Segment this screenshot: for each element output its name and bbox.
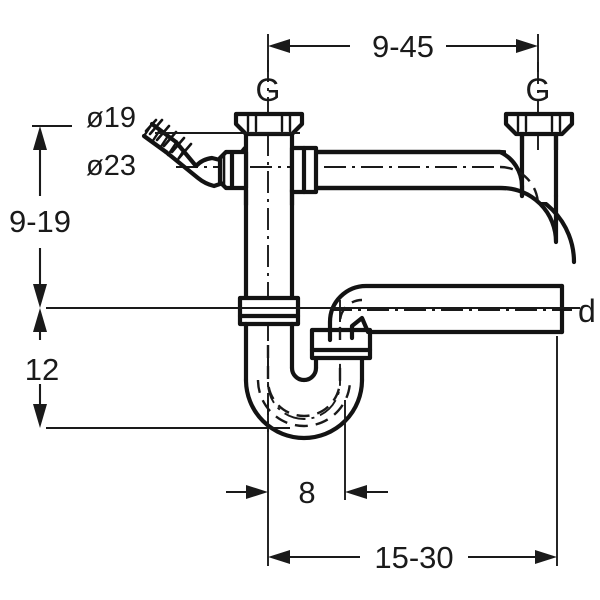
barb-rib-inner-2 — [158, 134, 170, 150]
diameter-inner-label: ø19 — [86, 102, 136, 134]
trap-inner-bend — [289, 365, 319, 383]
barb-rib-1 — [170, 136, 186, 154]
upper-pipe-top-wall-2 — [313, 149, 525, 199]
barb-end-cap — [142, 122, 154, 138]
dim-15-30-arrow-right — [535, 550, 557, 564]
trap-outer-bend — [243, 377, 365, 441]
right-thread-flange — [503, 111, 575, 137]
upper-coupling-nut — [289, 145, 319, 195]
barb-neck-lower — [163, 149, 223, 189]
dim-15-30-arrow-left — [268, 550, 290, 564]
dim-9-19-arrow-bottom — [33, 284, 47, 308]
barb-rib-inner-3 — [166, 141, 178, 157]
dim-8-arrow-left — [246, 485, 268, 499]
left-thread-flange — [233, 111, 305, 137]
trap-hidden-outer-arc — [256, 379, 352, 428]
dim-12-arrow-bottom — [33, 404, 47, 428]
dimension-9-45: 9-45 — [268, 29, 538, 64]
trap-hidden-inner-arc — [266, 345, 342, 418]
barb-rib-inner-4 — [175, 148, 186, 163]
dim-9-45-arrow-right — [516, 39, 538, 53]
riser-coupling-nut — [237, 295, 301, 327]
dim-9-19-arrow-top — [33, 126, 47, 150]
left-flange-body — [233, 111, 305, 137]
dim-9-19-label: 9-19 — [9, 204, 71, 239]
barb-ribs — [142, 118, 193, 163]
dim-15-30-label: 15-30 — [374, 540, 453, 575]
thread-label-right: G — [526, 72, 551, 108]
barb-rail-bottom — [141, 133, 169, 155]
riser-mask — [506, 150, 572, 202]
dim-12-label: 12 — [25, 352, 59, 387]
upper-bend-hidden-line — [499, 165, 540, 206]
dimension-15-30: 15-30 — [268, 540, 557, 575]
dimension-8: 8 — [226, 475, 388, 510]
diameter-outer-label: ø23 — [86, 150, 136, 182]
upper-horizontal-pipe — [313, 125, 577, 265]
upper-pipe-outer-wall-2 — [313, 185, 559, 245]
outlet-diameter-label: d — [578, 293, 596, 329]
barb-rib-4 — [148, 118, 164, 136]
riser-coupling-body — [237, 295, 301, 327]
main-vertical-riser — [243, 187, 295, 303]
dimension-12: 12 — [25, 308, 59, 428]
dim-8-label: 8 — [298, 475, 315, 510]
barb-rib-inner-1 — [150, 128, 162, 144]
dim-9-45-arrow-left — [268, 39, 290, 53]
barb-rib-2 — [162, 130, 178, 148]
barb-neck-upper — [173, 139, 223, 169]
dim-8-arrow-right — [345, 485, 367, 499]
right-flange-body — [503, 111, 575, 137]
thread-label-left: G — [256, 72, 281, 108]
extension-lines-group — [32, 34, 580, 566]
dim-12-arrow-top — [33, 308, 47, 332]
dimension-9-19: 9-19 — [9, 126, 71, 308]
hose-barb-inlet — [141, 118, 249, 191]
outlet-pipe-outer-wall — [327, 283, 565, 343]
dim-9-45-label: 9-45 — [372, 29, 434, 64]
outlet-pipe-inner-wall — [349, 315, 565, 341]
